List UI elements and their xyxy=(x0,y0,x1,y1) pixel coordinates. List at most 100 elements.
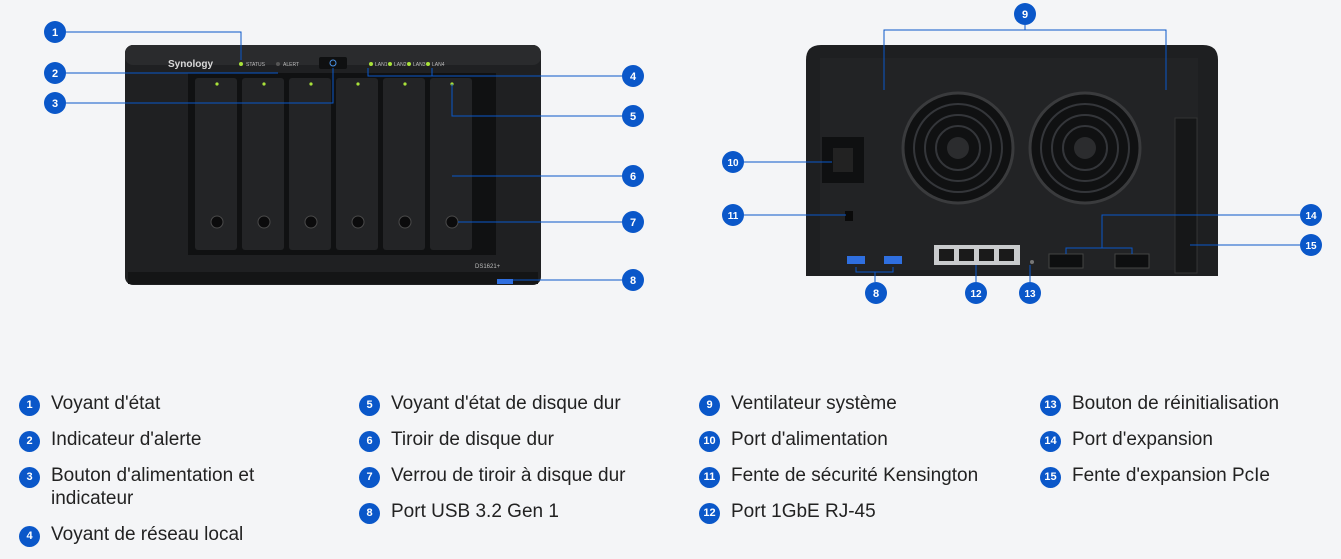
legend-label: Bouton de réinitialisation xyxy=(1072,393,1280,414)
drive-tray xyxy=(195,78,237,250)
legend-label: Bouton d'alimentation et indicateur xyxy=(51,465,255,509)
legend-label: Port d'expansion xyxy=(1072,429,1213,450)
svg-text:10: 10 xyxy=(727,158,739,169)
number-badge: 6 xyxy=(359,431,380,452)
legend-label: Port 1GbE RJ-45 xyxy=(731,501,876,522)
svg-text:LAN4: LAN4 xyxy=(432,62,445,68)
svg-text:LAN3: LAN3 xyxy=(413,62,426,68)
svg-text:6: 6 xyxy=(630,171,636,183)
number-badge: 15 xyxy=(1040,467,1061,488)
number-badge: 12 xyxy=(699,503,720,524)
svg-text:LAN1: LAN1 xyxy=(375,62,388,68)
svg-text:8: 8 xyxy=(630,275,636,287)
lan-leds: LAN1 LAN2 LAN3 LAN4 xyxy=(369,62,445,68)
number-badge: 3 xyxy=(19,467,40,488)
drive-trays xyxy=(195,78,472,250)
usb-port xyxy=(847,256,865,264)
legend-item: 8 Port USB 3.2 Gen 1 xyxy=(359,500,679,524)
number-badge: 5 xyxy=(359,395,380,416)
svg-text:15: 15 xyxy=(1305,241,1317,252)
callout-6: 6 xyxy=(622,165,644,187)
svg-text:3: 3 xyxy=(52,98,58,110)
callout-1: 1 xyxy=(44,21,66,43)
legend-label: Tiroir de disque dur xyxy=(391,429,554,450)
legend-item: 3 Bouton d'alimentation et indicateur xyxy=(19,464,296,510)
callout-7: 7 xyxy=(622,211,644,233)
callout-lines xyxy=(66,25,1300,282)
number-badge: 8 xyxy=(359,503,380,524)
svg-text:ALERT: ALERT xyxy=(283,62,299,68)
legend-label: Port USB 3.2 Gen 1 xyxy=(391,501,559,522)
svg-text:7: 7 xyxy=(630,217,636,229)
back-view xyxy=(806,45,1218,276)
expansion-port xyxy=(1048,253,1084,269)
drive-tray xyxy=(430,78,472,250)
legend-label: Port d'alimentation xyxy=(731,429,888,450)
legend-label: Fente d'expansion PcIe xyxy=(1072,465,1270,486)
number-badge: 9 xyxy=(699,395,720,416)
drive-tray xyxy=(242,78,284,250)
power-button xyxy=(319,57,347,69)
callout-8-back: 8 xyxy=(865,282,887,304)
callout-14: 14 xyxy=(1300,204,1322,226)
legend-item: 15 Fente d'expansion PcIe xyxy=(1040,464,1330,488)
legend-item: 9 Ventilateur système xyxy=(699,392,1019,416)
legend-item: 6 Tiroir de disque dur xyxy=(359,428,679,452)
callout-11: 11 xyxy=(722,204,744,226)
legend-item: 12 Port 1GbE RJ-45 xyxy=(699,500,1019,524)
svg-text:14: 14 xyxy=(1305,211,1317,222)
brand-logo: Synology xyxy=(168,59,213,70)
pcie-slot xyxy=(1174,117,1198,274)
callout-13: 13 xyxy=(1019,282,1041,304)
legend-label: Ventilateur système xyxy=(731,393,897,414)
usb-port xyxy=(884,256,902,264)
svg-text:5: 5 xyxy=(630,111,636,123)
svg-text:LAN2: LAN2 xyxy=(394,62,407,68)
svg-text:STATUS: STATUS xyxy=(246,62,266,68)
callout-8: 8 xyxy=(622,269,644,291)
legend-label: Voyant de réseau local xyxy=(51,524,244,545)
system-fan xyxy=(1028,91,1142,205)
callout-15: 15 xyxy=(1300,234,1322,256)
kensington-slot xyxy=(845,211,853,221)
svg-text:13: 13 xyxy=(1024,289,1036,300)
legend-column-2: 5 Voyant d'état de disque dur 6 Tiroir de … xyxy=(359,392,679,536)
front-view: Synology STATUS ALERT LAN1 LAN2 LAN3 LAN… xyxy=(125,45,541,285)
svg-text:12: 12 xyxy=(970,289,982,300)
svg-text:1: 1 xyxy=(52,27,58,39)
number-badge: 2 xyxy=(19,431,40,452)
number-badge: 11 xyxy=(699,467,720,488)
expansion-port xyxy=(1114,253,1150,269)
svg-text:11: 11 xyxy=(728,211,739,222)
legend-item: 5 Voyant d'état de disque dur xyxy=(359,392,679,416)
number-badge: 7 xyxy=(359,467,380,488)
number-badge: 13 xyxy=(1040,395,1061,416)
usb-port xyxy=(497,279,513,284)
drive-tray xyxy=(289,78,331,250)
rj45-ports xyxy=(934,245,1020,265)
nas-diagram: Synology STATUS ALERT LAN1 LAN2 LAN3 LAN… xyxy=(44,3,1322,304)
legend-item: 13 Bouton de réinitialisation xyxy=(1040,392,1330,416)
callout-9: 9 xyxy=(1014,3,1036,25)
legend-label: Voyant d'état de disque dur xyxy=(391,393,621,414)
legend-label: Indicateur d'alerte xyxy=(51,429,202,450)
legend-item: 11 Fente de sécurité Kensington xyxy=(699,464,1019,488)
number-badge: 4 xyxy=(19,526,40,547)
svg-text:9: 9 xyxy=(1022,9,1028,21)
legend-label: Fente de sécurité Kensington xyxy=(731,465,979,486)
legend-item: 4 Voyant de réseau local xyxy=(19,523,319,547)
callout-3: 3 xyxy=(44,92,66,114)
svg-text:2: 2 xyxy=(52,68,58,80)
drive-tray xyxy=(383,78,425,250)
callout-2: 2 xyxy=(44,62,66,84)
callout-5: 5 xyxy=(622,105,644,127)
model-label: DS1621+ xyxy=(475,264,501,270)
system-fan xyxy=(901,91,1015,205)
